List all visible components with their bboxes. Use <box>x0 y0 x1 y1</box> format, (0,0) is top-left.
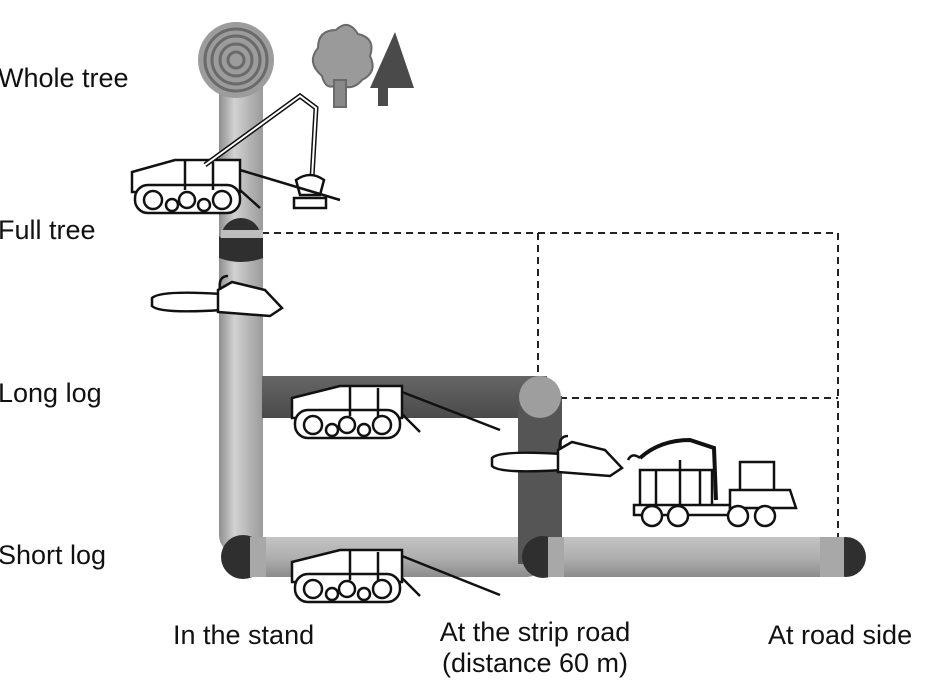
harvester-icon <box>130 92 341 215</box>
chainsaw-icon <box>150 274 284 318</box>
location-label-strip-road: At the strip road (distance 60 m) <box>430 617 640 679</box>
harvester-icon <box>290 384 501 440</box>
stage-label-short-log: Short log <box>0 540 107 570</box>
stage-label-whole-tree: Whole tree <box>0 63 129 93</box>
location-label-road-side: At road side <box>768 620 913 650</box>
strip-to-roadside-pipe <box>540 537 850 577</box>
forwarder-icon <box>626 437 798 528</box>
dashed-routes <box>262 232 839 540</box>
location-label-strip-road-line1: At the strip road <box>439 617 631 647</box>
chainsaw-icon <box>490 434 624 478</box>
stage-label-long-log: Long log <box>0 378 102 408</box>
long-log-joint <box>519 376 561 418</box>
log-end-icon <box>198 22 274 98</box>
stage-label-full-tree: Full tree <box>0 215 96 245</box>
tree-icon <box>311 23 414 108</box>
location-label-stand: In the stand <box>173 620 315 650</box>
strip-road-vertical-pipe <box>518 396 562 564</box>
location-label-strip-road-line2: (distance 60 m) <box>441 648 629 679</box>
harvester-icon <box>290 548 501 604</box>
